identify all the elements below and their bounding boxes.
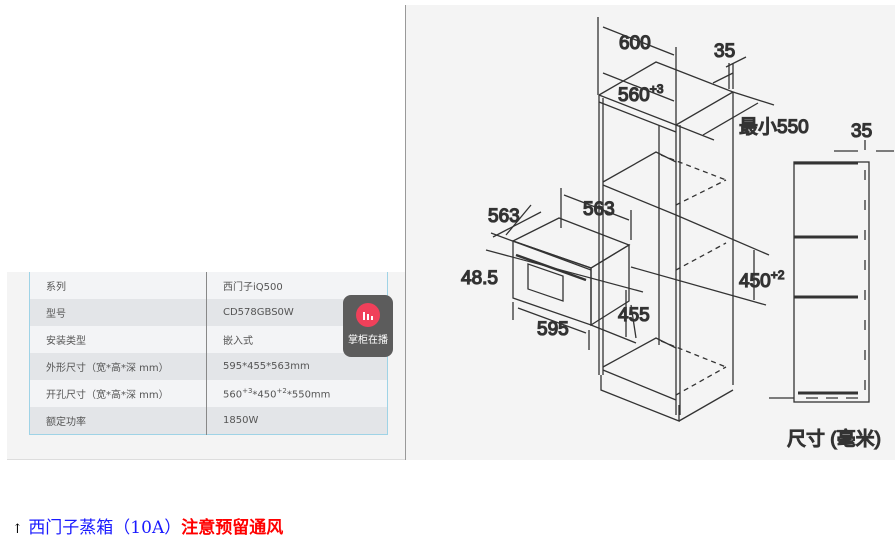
live-icon — [356, 303, 380, 327]
dim-label: 455 — [618, 305, 650, 326]
caption-warning: 注意预留通风 — [181, 518, 284, 538]
table-row: 开孔尺寸（宽*高*深 mm）560+3*450+2*550mm — [29, 380, 388, 407]
table-row: 额定功率 1850W — [29, 407, 388, 435]
spec-value: 1850W — [223, 415, 259, 426]
tolerance: +3 — [242, 386, 253, 395]
table-row: 外形尺寸（宽*高*深 mm） 595*455*563mm — [29, 353, 388, 380]
caption-title: 西门子蒸箱（10A） — [28, 518, 182, 538]
spec-value: CD578GBS0W — [223, 307, 294, 318]
dim-label: 563 — [583, 199, 615, 220]
spec-label: 额定功率 — [29, 407, 207, 435]
value-part: 560 — [223, 389, 243, 401]
dim-label: 35 — [714, 41, 735, 62]
unit-label: 尺寸 (毫米) — [787, 428, 881, 450]
diagram-svg: 600 35 560+3 最小550 35 563 563 48.5 450+2… — [460, 17, 894, 451]
spec-value: 560+3*450+2*550mm — [207, 380, 388, 407]
oven-drawing — [485, 188, 755, 350]
spec-value: 595*455*563mm — [223, 361, 310, 372]
value-part: *550mm — [286, 389, 331, 401]
cabinet-drawing — [597, 17, 775, 422]
installation-diagram: 600 35 560+3 最小550 35 563 563 48.5 450+2… — [405, 5, 895, 460]
table-row: 系列 西门子iQ500 — [29, 272, 388, 299]
spec-label: 外形尺寸（宽*高*深 mm） — [29, 353, 207, 380]
caption: ↑ 西门子蒸箱（10A）注意预留通风 — [12, 513, 283, 538]
tolerance: +2 — [276, 386, 287, 395]
dim-label: 48.5 — [461, 268, 498, 289]
live-badge-label: 掌柜在播 — [348, 335, 388, 346]
up-arrow-icon: ↑ — [12, 522, 23, 537]
dim-label: 600 — [619, 33, 651, 54]
dim-label: 560+3 — [618, 82, 664, 106]
spec-label: 型号 — [29, 299, 207, 326]
dim-label: 595 — [537, 319, 569, 340]
spec-label: 系列 — [29, 272, 207, 299]
spec-value: 西门子iQ500 — [223, 282, 283, 293]
dim-label: 35 — [851, 121, 872, 142]
side-view-drawing — [769, 138, 894, 403]
dim-label: 563 — [488, 206, 520, 227]
spec-label: 开孔尺寸（宽*高*深 mm） — [29, 380, 207, 407]
spec-label: 安装类型 — [29, 326, 207, 353]
table-row: 型号 CD578GBS0W — [29, 299, 388, 326]
dim-label: 最小550 — [739, 116, 809, 138]
dim-label: 450+2 — [739, 268, 785, 292]
spec-value: 嵌入式 — [223, 336, 253, 347]
spec-panel: 系列 西门子iQ500 型号 CD578GBS0W 安装类型 嵌入式 外形尺寸（宽*高… — [7, 272, 405, 460]
spec-table: 系列 西门子iQ500 型号 CD578GBS0W 安装类型 嵌入式 外形尺寸（宽*高… — [29, 272, 388, 435]
table-row: 安装类型 嵌入式 — [29, 326, 388, 353]
value-part: *450 — [252, 389, 277, 401]
divider — [7, 459, 405, 460]
live-badge-button[interactable]: 掌柜在播 — [343, 295, 393, 357]
